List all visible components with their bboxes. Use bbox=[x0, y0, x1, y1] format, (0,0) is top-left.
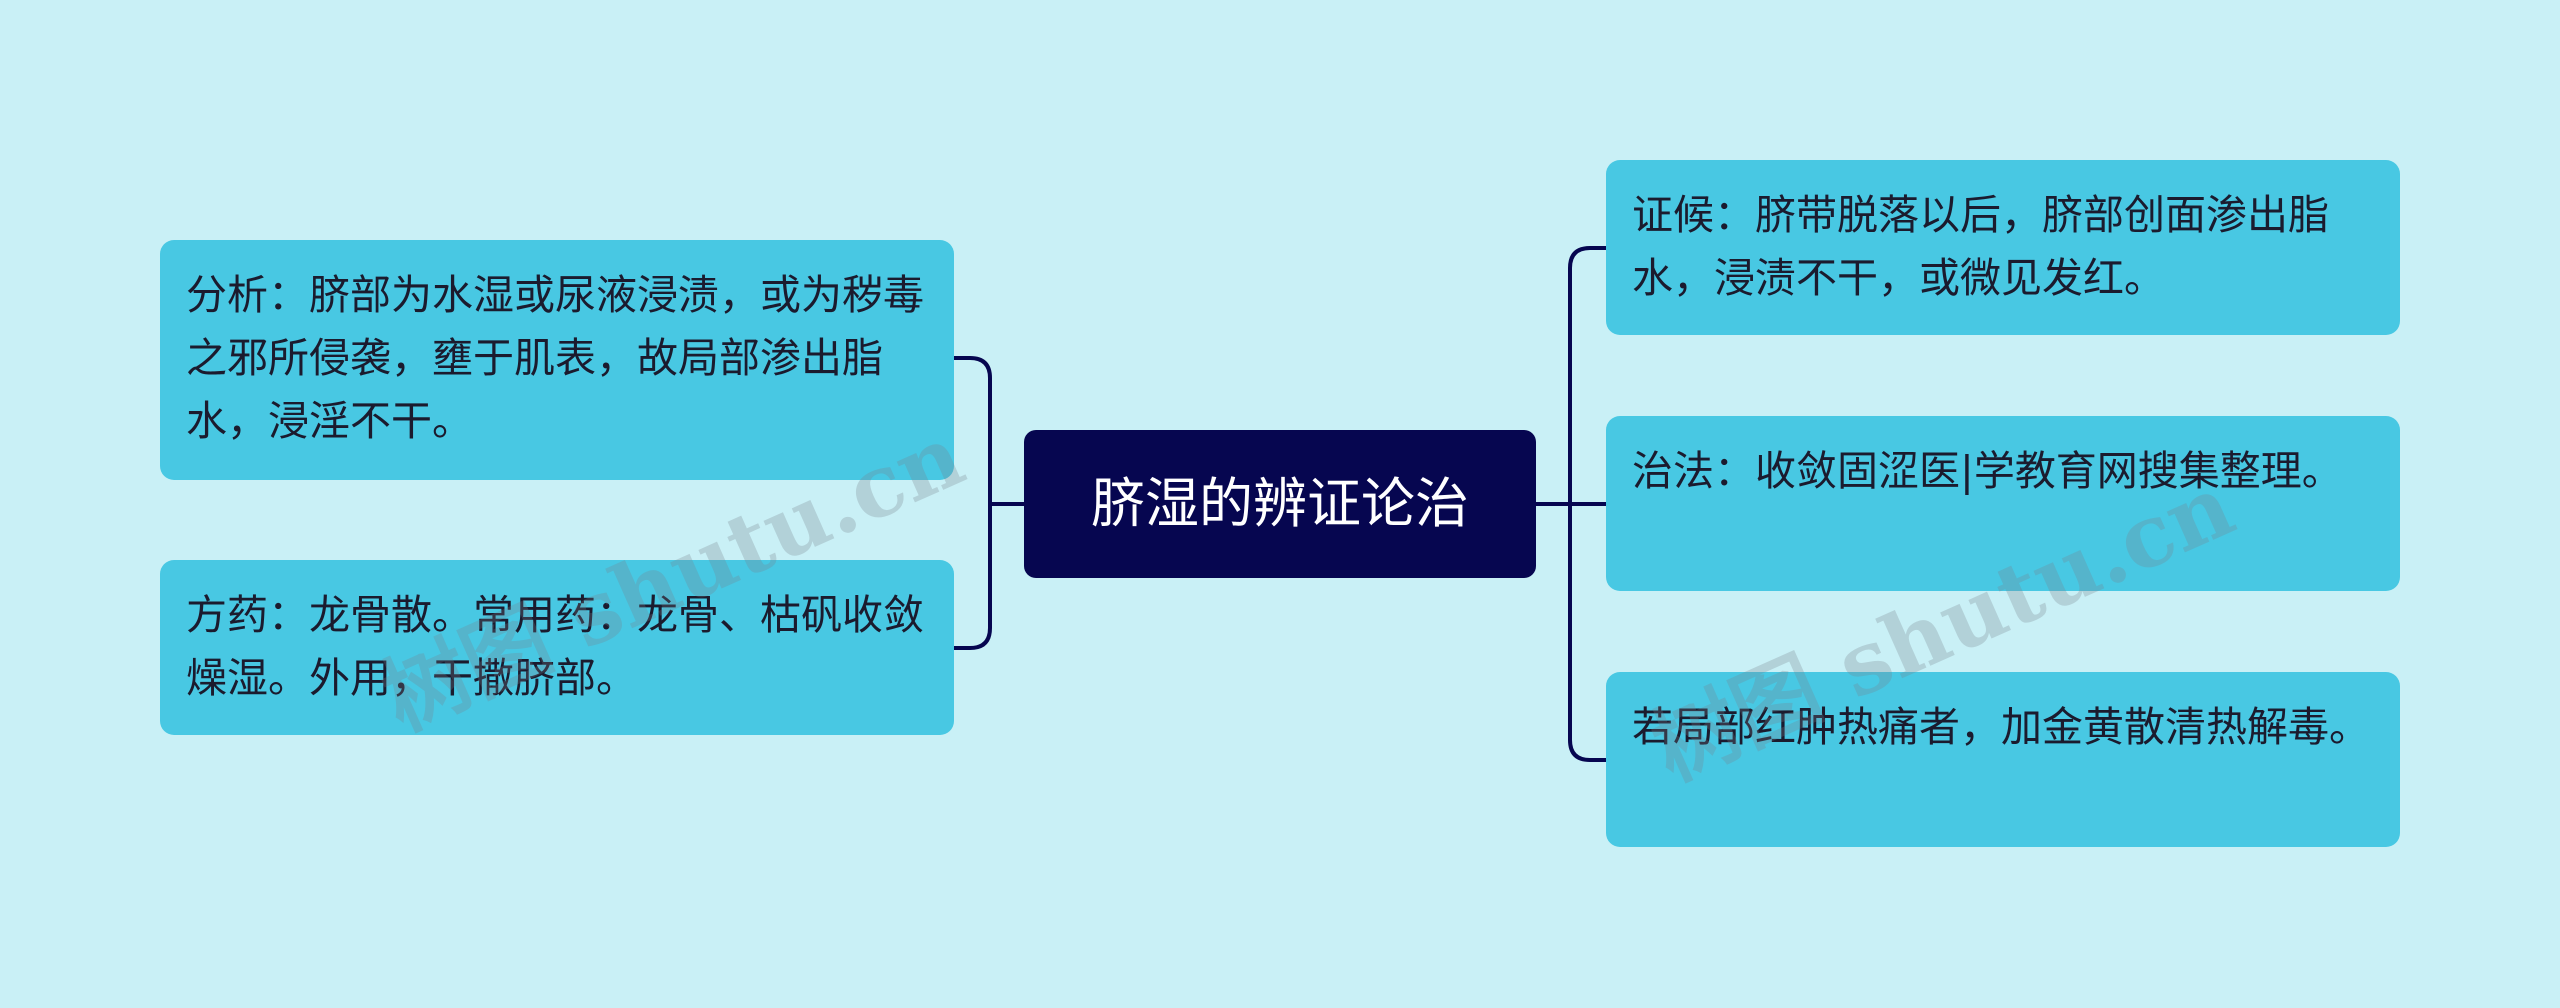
node-analysis[interactable]: 分析：脐部为水湿或尿液浸渍，或为秽毒之邪所侵袭，壅于肌表，故局部渗出脂水，浸淫不… bbox=[160, 240, 954, 480]
connector-right-1 bbox=[1568, 246, 1608, 506]
connector-left-1 bbox=[952, 356, 992, 506]
node-prescription[interactable]: 方药：龙骨散。常用药：龙骨、枯矾收敛燥湿。外用，干撒脐部。 bbox=[160, 560, 954, 735]
central-topic[interactable]: 脐湿的辨证论治 bbox=[1024, 430, 1536, 578]
node-addition[interactable]: 若局部红肿热痛者，加金黄散清热解毒。 bbox=[1606, 672, 2400, 847]
node-symptoms[interactable]: 证候：脐带脱落以后，脐部创面渗出脂水，浸渍不干，或微见发红。 bbox=[1606, 160, 2400, 335]
connector-right-3 bbox=[1568, 502, 1608, 762]
connector-left-2 bbox=[952, 502, 992, 650]
node-treatment[interactable]: 治法：收敛固涩医|学教育网搜集整理。 bbox=[1606, 416, 2400, 591]
